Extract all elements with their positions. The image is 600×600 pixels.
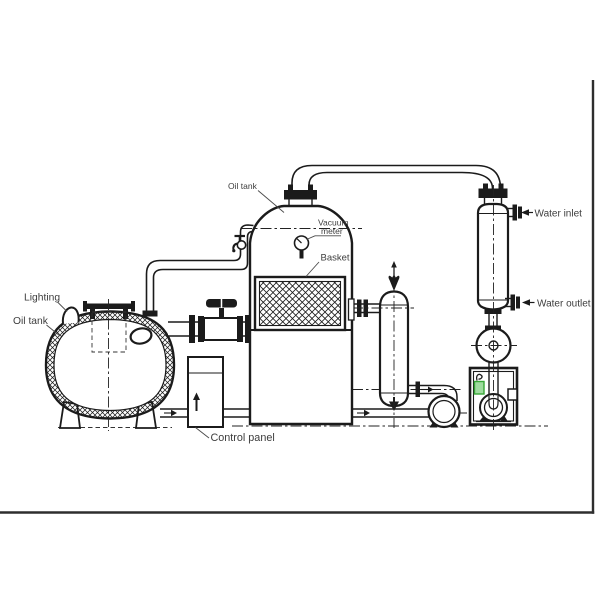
pump-impeller [432,399,456,424]
stand-pump-inner [483,397,504,418]
condenser-bottom-flange [484,309,502,314]
vacuum-gauge-needle [296,238,302,244]
manhole-post-left [90,309,95,319]
valve-stem [219,308,224,319]
vacuum-meter-leader [306,235,316,240]
overhead-inner [308,171,494,190]
green-indicator [473,380,485,395]
fryer-vessel [232,184,362,426]
valve-flange-right [245,315,251,343]
valve-hub-left [198,316,204,342]
control-panel-box [187,356,224,428]
condenser-column [476,183,522,330]
vacuum-pump [427,394,461,429]
water-inlet-label: Water inlet [535,209,583,220]
overhead-outer [291,164,502,190]
inlet-flange-b [518,206,522,219]
control-panel-label: Control panel [211,432,275,444]
stand-bracket [507,388,518,401]
fryer-right-plate [347,298,355,321]
fryer-tank-label: Oil tank [228,181,258,191]
stand-pump-foot-left [479,415,488,422]
basket-mesh [258,280,342,327]
storage-tank-label: Oil tank [13,316,49,327]
hook-detail [476,373,483,381]
separator-flange-b [363,299,368,317]
condenser-top-flange [478,188,508,198]
faucet-spout [232,242,238,251]
separator-column [352,261,458,428]
basket-leader [305,261,320,277]
water-outlet-arrow [522,299,530,306]
frame-border [0,80,595,514]
faucet-body [236,240,247,251]
water-blower [471,327,517,364]
bottom-pipe [158,408,433,418]
fryer-flange-nub-left [288,184,293,190]
flow-arrow-2 [364,409,370,417]
valve-flange-left [189,315,195,343]
suction-pipe-outer [408,384,458,401]
oil-feed-valve [168,299,258,346]
labels: Oil tank Vacuum meter Basket Lighting Oi… [13,181,591,444]
inlet-flange-a [512,204,517,221]
sight-hole [129,327,153,345]
outlet-flange-b [516,296,520,309]
vacuum-meter-label-2: meter [321,226,343,236]
manhole-cap [85,303,133,309]
valve-body [203,317,239,341]
panel-arrow-head [193,392,200,400]
condenser-shell [476,202,510,311]
internal-dashed-box [91,311,127,353]
water-inlet-arrow [521,209,529,216]
fryer-flange-nub-right [308,184,313,190]
manhole-cap-end-left [83,301,87,312]
tank-vapor-pipe [142,224,254,317]
stand-pump-foot-right [500,415,508,422]
flow-arrow-1 [171,409,177,417]
manhole-post-right [123,309,128,319]
fryer-top-flange [284,190,317,200]
manhole-cap-end-right [131,301,135,312]
vacuum-gauge-stem [299,250,304,259]
overhead-pipe [291,164,502,190]
lighting-label: Lighting [24,293,60,304]
storage-tank-leader [46,324,61,337]
water-outlet-label: Water outlet [537,299,591,310]
vapor-pipe-flange [142,310,158,317]
condenser-nub-right [498,183,504,189]
vapor-pipe-inner [152,230,254,316]
fryer-tank-leader [257,190,285,213]
control-panel [187,356,224,428]
faucet-tip [232,249,236,253]
vapor-pipe-outer [145,224,254,316]
condenser-nub-left [483,183,488,189]
storage-oil-tank [44,299,176,431]
basket-label: Basket [321,253,350,264]
valve-hub-right [237,316,243,342]
suction-arrow-head [428,386,434,393]
vacuum-meter-label-1: Vacuum [318,218,349,228]
lighting-leader [57,301,68,312]
outlet-flange-a [510,294,515,311]
suction-flange [415,381,420,397]
control-panel-leader [195,427,210,439]
